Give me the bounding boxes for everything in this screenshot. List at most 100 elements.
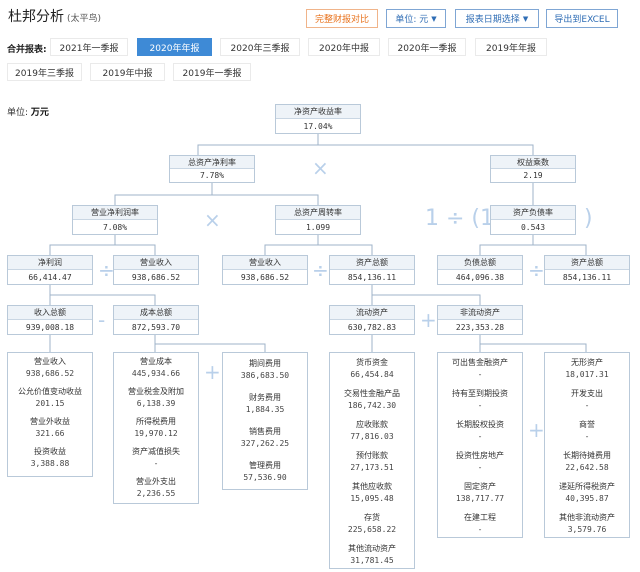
revenue-node: 营业收入 938,686.52 <box>113 255 199 285</box>
detail-row: 资产减值损失 - <box>114 443 198 473</box>
detail-label: 公允价值变动收益 <box>18 387 82 396</box>
detail-value: - <box>584 431 590 441</box>
period-tab[interactable]: 2019年中报 <box>90 63 165 81</box>
unit-select-label: 单位: 元 <box>395 15 429 25</box>
asset-turnover-value: 1.099 <box>305 222 331 232</box>
equity-multiplier-node: 权益乘数 2.19 <box>490 155 576 183</box>
total-income-node: 收入总额 939,008.18 <box>7 305 93 335</box>
detail-value: 1,884.35 <box>245 405 285 414</box>
detail-label: 投资性房地产 <box>456 450 504 460</box>
detail-label: 营业外支出 <box>136 477 176 486</box>
detail-value: 3,388.88 <box>30 459 70 468</box>
detail-row: 长期股权投资- <box>438 415 522 446</box>
total-assets-label: 资产总额 <box>545 256 629 270</box>
detail-value: 3,579.76 <box>567 524 607 534</box>
detail-label: 资产减值损失 <box>132 447 180 456</box>
detail-value: 27,173.51 <box>350 462 394 472</box>
multiply-operator: × <box>312 156 329 180</box>
detail-label: 在建工程 <box>464 512 496 522</box>
roe-value: 17.04% <box>303 121 333 131</box>
detail-row: 投资收益 3,388.88 <box>8 443 92 473</box>
detail-label: 营业收入 <box>34 357 66 366</box>
period-tab[interactable]: 2020年中报 <box>308 38 380 56</box>
detail-value: - <box>477 400 483 410</box>
unit-value: 万元 <box>30 108 49 118</box>
total-assets-label: 资产总额 <box>330 256 414 270</box>
divide-operator: ÷ <box>98 258 115 282</box>
detail-row: 财务费用 1,884.35 <box>223 387 307 421</box>
total-income-label: 收入总额 <box>8 306 92 320</box>
detail-label: 财务费用 <box>249 393 281 402</box>
right-paren-operator: ) <box>584 206 593 231</box>
detail-value: 31,781.45 <box>350 555 394 565</box>
period-tab[interactable]: 2021年一季报 <box>50 38 128 56</box>
detail-value: 18,017.31 <box>565 369 609 379</box>
non-current-assets-node: 非流动资产 223,353.28 <box>437 305 523 335</box>
total-cost-value: 872,593.70 <box>131 322 181 332</box>
full-report-compare-button[interactable]: 完整财报对比 <box>306 9 378 28</box>
detail-label: 可出售金融资产 <box>452 357 508 367</box>
detail-value: 2,236.55 <box>136 489 176 498</box>
one-divide-operator: 1 ÷ (1- <box>425 206 502 231</box>
net-income-value: 66,414.47 <box>28 272 72 282</box>
detail-label: 持有至到期投资 <box>452 388 508 398</box>
detail-value: - <box>584 400 590 410</box>
detail-label: 递延所得税资产 <box>559 481 615 491</box>
total-liabilities-node: 负债总额 464,096.38 <box>437 255 523 285</box>
detail-row: 营业外支出 2,236.55 <box>114 473 198 503</box>
detail-row: 商誉- <box>545 415 629 446</box>
plus-operator: + <box>420 308 437 332</box>
net-profit-margin-label: 营业净利润率 <box>73 206 157 220</box>
period-tab-active[interactable]: 2020年年报 <box>137 38 212 56</box>
equity-multiplier-label: 权益乘数 <box>491 156 575 169</box>
roa-label: 总资产净利率 <box>170 156 254 169</box>
detail-value: - <box>477 369 483 379</box>
company-name: (太平鸟) <box>67 14 102 24</box>
detail-value: 321.66 <box>35 429 65 438</box>
detail-label: 投资收益 <box>34 447 66 456</box>
detail-value: 225,658.22 <box>347 524 397 534</box>
total-cost-label: 成本总额 <box>114 306 198 320</box>
period-tab[interactable]: 2019年年报 <box>475 38 547 56</box>
detail-label: 营业税金及附加 <box>128 387 184 396</box>
asset-turnover-node: 总资产周转率 1.099 <box>275 205 361 235</box>
detail-row: 营业外收益 321.66 <box>8 413 92 443</box>
detail-label: 交易性金融产品 <box>344 388 400 398</box>
detail-label: 其他应收款 <box>352 481 392 491</box>
detail-label: 销售费用 <box>249 427 281 436</box>
detail-row: 在建工程- <box>438 508 522 539</box>
current-assets-label: 流动资产 <box>330 306 414 320</box>
detail-value: 327,262.25 <box>240 439 290 448</box>
detail-label: 货币资金 <box>356 357 388 367</box>
period-tab[interactable]: 2019年三季报 <box>7 63 82 81</box>
detail-label: 管理费用 <box>249 461 281 470</box>
plus-operator: + <box>204 360 221 384</box>
total-liabilities-label: 负债总额 <box>438 256 522 270</box>
net-income-node: 净利润 66,414.47 <box>7 255 93 285</box>
period-tab[interactable]: 2020年一季报 <box>388 38 466 56</box>
detail-value: 77,816.03 <box>350 431 394 441</box>
current-assets-node: 流动资产 630,782.83 <box>329 305 415 335</box>
period-tab[interactable]: 2019年一季报 <box>173 63 251 81</box>
detail-value: 201.15 <box>35 399 65 408</box>
detail-value: - <box>153 459 159 468</box>
unit-select-button[interactable]: 单位: 元▼ <box>386 9 446 28</box>
export-excel-button[interactable]: 导出到EXCEL <box>546 9 618 28</box>
period-tab[interactable]: 2020年三季报 <box>220 38 300 56</box>
detail-value: 19,970.12 <box>134 429 178 438</box>
report-date-select-button[interactable]: 报表日期选择▼ <box>455 9 539 28</box>
title-text: 杜邦分析 <box>8 9 64 25</box>
detail-label: 营业外收益 <box>30 417 70 426</box>
revenue-value: 938,686.52 <box>240 272 290 282</box>
asset-turnover-label: 总资产周转率 <box>276 206 360 220</box>
